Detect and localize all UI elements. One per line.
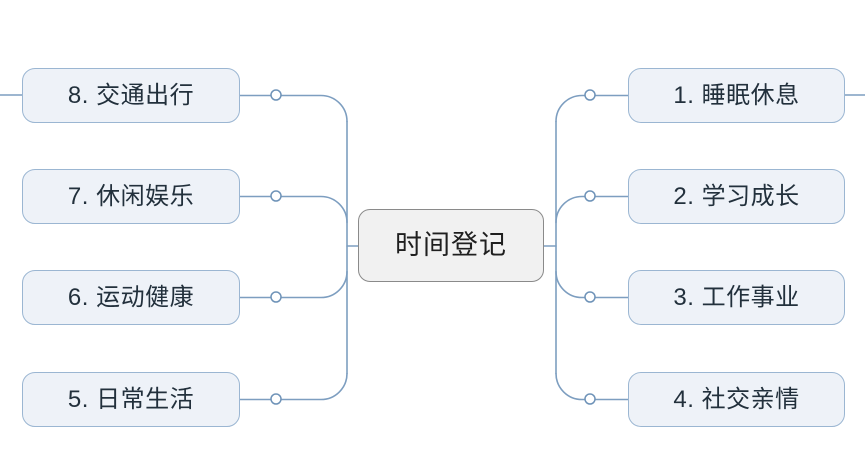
collapse-handle-left-1[interactable] xyxy=(270,89,282,101)
branch-node-label: 6. 运动健康 xyxy=(67,283,195,311)
collapse-handle-left-2[interactable] xyxy=(270,190,282,202)
collapse-handle-right-3[interactable] xyxy=(584,291,596,303)
branch-node-label: 3. 工作事业 xyxy=(673,283,800,311)
connector-left-1 xyxy=(239,94,348,123)
collapse-handle-right-1[interactable] xyxy=(584,89,596,101)
connector-right-1 xyxy=(555,94,629,123)
branch-node-left-4[interactable]: 5. 日常生活 xyxy=(22,372,240,427)
branch-node-right-4[interactable]: 4. 社交亲情 xyxy=(628,372,845,427)
collapse-handle-right-2[interactable] xyxy=(584,190,596,202)
collapse-handle-right-4[interactable] xyxy=(584,393,596,405)
branch-node-label: 5. 日常生活 xyxy=(67,385,195,413)
branch-node-label: 4. 社交亲情 xyxy=(673,385,800,413)
collapse-handle-left-3[interactable] xyxy=(270,291,282,303)
branch-node-label: 2. 学习成长 xyxy=(673,182,800,210)
branch-node-right-3[interactable]: 3. 工作事业 xyxy=(628,270,845,325)
branch-node-label: 7. 休闲娱乐 xyxy=(67,182,195,210)
root-node[interactable]: 时间登记 xyxy=(358,209,544,282)
root-node-label: 时间登记 xyxy=(395,230,507,260)
branch-node-left-3[interactable]: 6. 运动健康 xyxy=(22,270,240,325)
branch-node-right-2[interactable]: 2. 学习成长 xyxy=(628,169,845,224)
branch-node-label: 8. 交通出行 xyxy=(67,81,195,109)
branch-node-left-1[interactable]: 8. 交通出行 xyxy=(22,68,240,123)
branch-node-label: 1. 睡眠休息 xyxy=(673,81,800,109)
connector-right-3 xyxy=(555,270,629,299)
connector-left-4 xyxy=(239,372,348,401)
connector-left-3 xyxy=(239,270,348,299)
branch-node-left-2[interactable]: 7. 休闲娱乐 xyxy=(22,169,240,224)
branch-node-right-1[interactable]: 1. 睡眠休息 xyxy=(628,68,845,123)
connector-left-2 xyxy=(239,195,348,224)
connector-right-2 xyxy=(555,195,629,224)
connector-right-4 xyxy=(555,372,629,401)
collapse-handle-left-4[interactable] xyxy=(270,393,282,405)
